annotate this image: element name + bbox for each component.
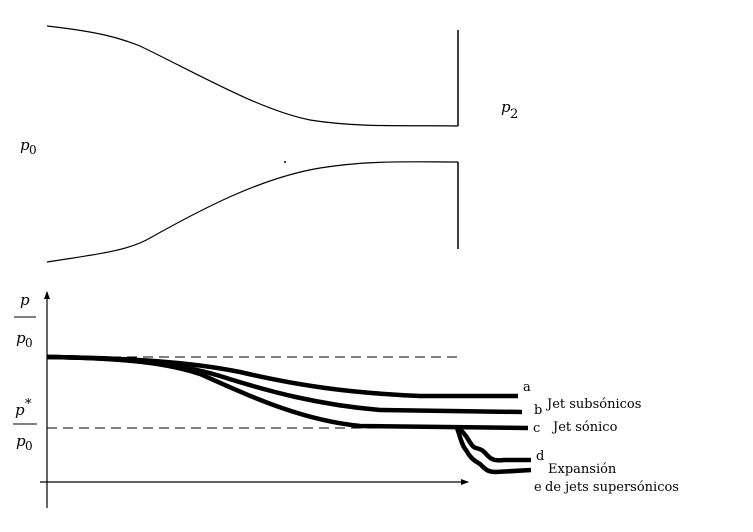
expansion-annotation: Expansión: [548, 462, 617, 477]
curve-label-b: b: [534, 403, 542, 418]
curve-b: [46, 354, 523, 415]
subsonic-jet-annotation: Jet subsónicos: [545, 397, 641, 412]
supersonic-jets-annotation: de jets supersónicos: [545, 480, 679, 495]
sonic-jet-annotation: Jet sónico: [551, 420, 618, 435]
y-axis-label-denominator: p: [16, 329, 26, 347]
curve-d: [456, 425, 531, 463]
curve-label-c: c: [533, 421, 540, 436]
curve-label-a: a: [523, 380, 531, 395]
nozzle: [46, 25, 459, 263]
inlet-pressure-label: p: [20, 136, 30, 154]
critical-label-superscript: *: [25, 397, 32, 412]
y-axis-label: p p 0: [14, 291, 36, 350]
curve-a: [46, 354, 518, 399]
inlet-pressure-subscript: 0: [29, 143, 37, 157]
curve-label-e: e: [534, 480, 542, 495]
curve-e: [454, 427, 532, 475]
pressure-curves: [46, 354, 532, 475]
nozzle-upper-wall: [46, 25, 459, 127]
critical-ratio-label: p * p 0: [13, 397, 37, 453]
plot-axes: [40, 291, 469, 508]
curve-label-d: d: [536, 449, 544, 464]
nozzle-lower-wall: [46, 161, 459, 263]
y-axis-label-numerator: p: [20, 291, 30, 309]
center-dot: [284, 161, 286, 163]
outlet-pressure-label: p: [501, 98, 511, 116]
critical-label-denominator-subscript: 0: [25, 439, 33, 453]
outlet-pressure-subscript: 2: [510, 107, 518, 122]
critical-label-numerator: p: [15, 401, 25, 419]
y-axis-label-denominator-subscript: 0: [25, 336, 33, 350]
critical-label-denominator: p: [16, 432, 26, 450]
curve-c: [46, 354, 529, 431]
